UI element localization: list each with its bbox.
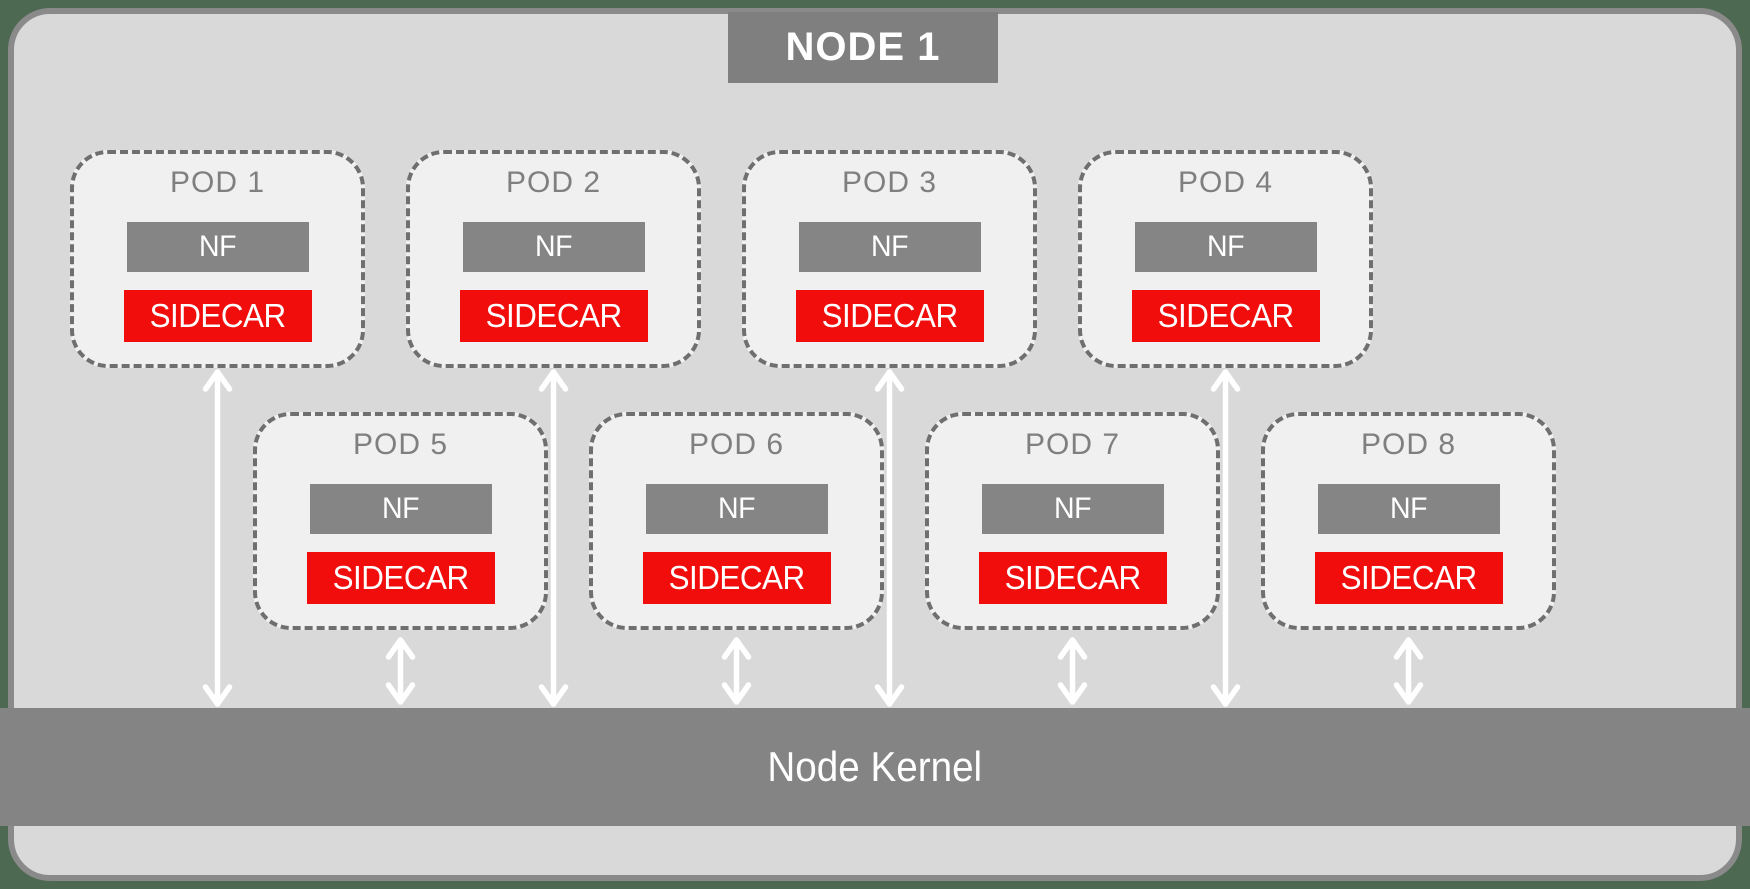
nf-label: NF <box>870 230 909 263</box>
nf-box: NF <box>645 484 828 534</box>
node-kernel-bar: Node Kernel <box>0 708 1750 826</box>
sidecar-box: SIDECAR <box>123 290 312 342</box>
nf-label: NF <box>717 492 756 525</box>
nf-box: NF <box>126 222 309 272</box>
sidecar-box: SIDECAR <box>1131 290 1320 342</box>
nf-label: NF <box>1206 230 1245 263</box>
nf-label: NF <box>1389 492 1428 525</box>
sidecar-label: SIDECAR <box>1340 559 1477 596</box>
sidecar-box: SIDECAR <box>1314 552 1503 604</box>
pod-7-kernel-arrow <box>1057 637 1088 705</box>
nf-box: NF <box>1134 222 1317 272</box>
sidecar-label: SIDECAR <box>149 297 286 334</box>
pod-7: POD 7 NF SIDECAR <box>925 412 1220 630</box>
pod-5-kernel-arrow <box>385 637 416 705</box>
sidecar-label: SIDECAR <box>485 297 622 334</box>
pod-8-kernel-arrow <box>1393 637 1424 705</box>
pod-title: POD 6 <box>688 428 785 461</box>
pod-8: POD 8 NF SIDECAR <box>1261 412 1556 630</box>
sidecar-label: SIDECAR <box>821 297 958 334</box>
nf-label: NF <box>534 230 573 263</box>
sidecar-box: SIDECAR <box>978 552 1167 604</box>
pod-title: POD 5 <box>352 428 449 461</box>
pod-3: POD 3 NF SIDECAR <box>742 150 1037 368</box>
nf-label: NF <box>1053 492 1092 525</box>
sidecar-box: SIDECAR <box>306 552 495 604</box>
node-title: NODE 1 <box>785 25 941 69</box>
nf-box: NF <box>1317 484 1500 534</box>
pod-2: POD 2 NF SIDECAR <box>406 150 701 368</box>
sidecar-label: SIDECAR <box>332 559 469 596</box>
pod-title: POD 7 <box>1024 428 1121 461</box>
pod-title: POD 4 <box>1177 166 1274 199</box>
pod-title: POD 1 <box>169 166 266 199</box>
pod-2-kernel-arrow <box>538 369 569 707</box>
pod-4-kernel-arrow <box>1210 369 1241 707</box>
pod-title: POD 3 <box>841 166 938 199</box>
node-title-box: NODE 1 <box>728 12 998 83</box>
pod-4: POD 4 NF SIDECAR <box>1078 150 1373 368</box>
sidecar-label: SIDECAR <box>1004 559 1141 596</box>
pod-3-kernel-arrow <box>874 369 905 707</box>
nf-label: NF <box>198 230 237 263</box>
pod-5: POD 5 NF SIDECAR <box>253 412 548 630</box>
pod-title: POD 8 <box>1360 428 1457 461</box>
sidecar-box: SIDECAR <box>795 290 984 342</box>
pod-1: POD 1 NF SIDECAR <box>70 150 365 368</box>
nf-box: NF <box>462 222 645 272</box>
nf-box: NF <box>309 484 492 534</box>
sidecar-label: SIDECAR <box>1157 297 1294 334</box>
sidecar-box: SIDECAR <box>459 290 648 342</box>
sidecar-box: SIDECAR <box>642 552 831 604</box>
nf-box: NF <box>798 222 981 272</box>
node-kernel-label: Node Kernel <box>767 743 983 790</box>
pod-1-kernel-arrow <box>202 369 233 707</box>
nf-label: NF <box>381 492 420 525</box>
nf-box: NF <box>981 484 1164 534</box>
pod-6: POD 6 NF SIDECAR <box>589 412 884 630</box>
pod-6-kernel-arrow <box>721 637 752 705</box>
pod-title: POD 2 <box>505 166 602 199</box>
sidecar-label: SIDECAR <box>668 559 805 596</box>
